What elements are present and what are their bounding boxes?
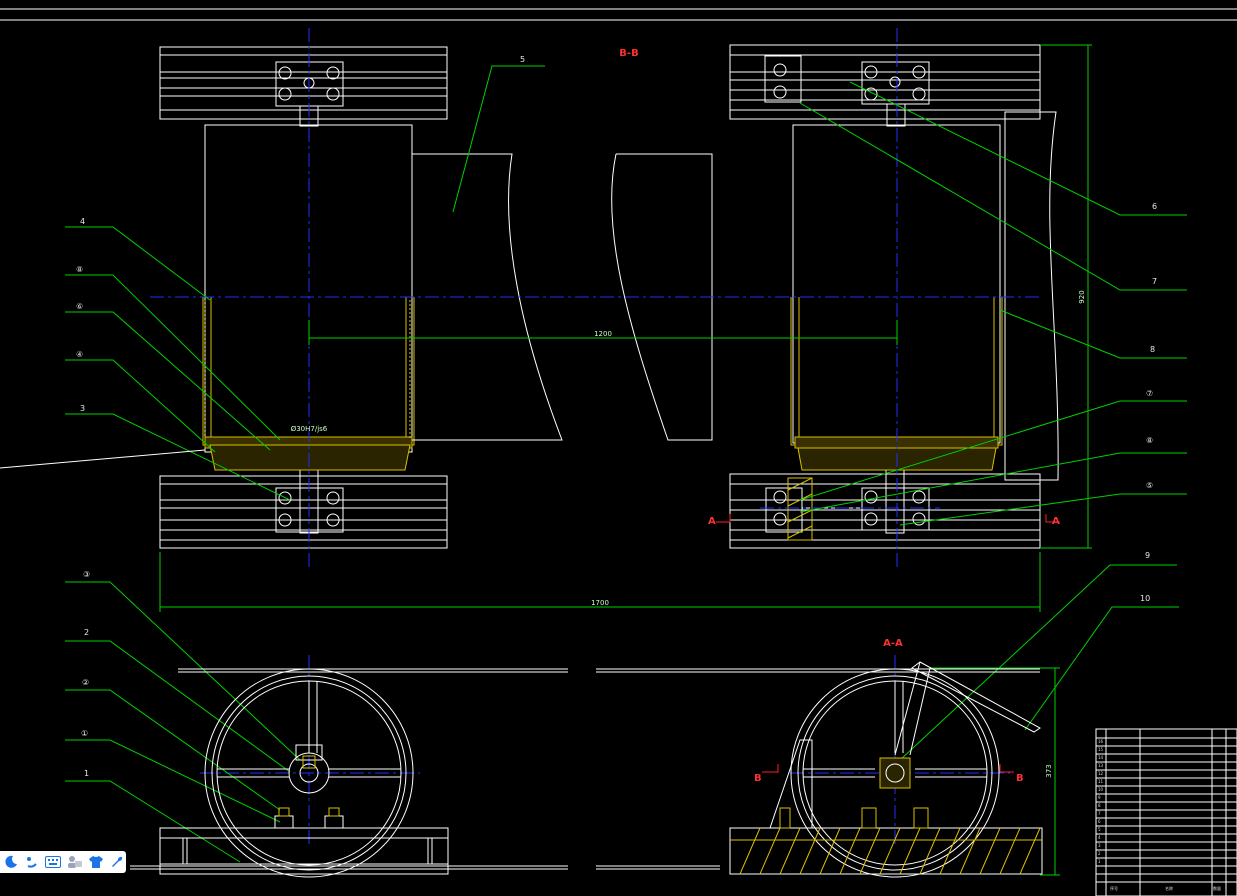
tb-row-7: 7 xyxy=(1098,811,1101,816)
dim-fit: Ø30H7/js6 xyxy=(291,425,328,433)
wrench-icon[interactable] xyxy=(109,853,126,871)
tb-row-15: 15 xyxy=(1098,747,1104,752)
tb-row-9: 9 xyxy=(1098,795,1101,800)
dots-icon[interactable] xyxy=(23,853,40,871)
right-roller-lining xyxy=(790,297,1003,471)
conveyor-belt xyxy=(412,153,713,441)
section-title-bb: B-B xyxy=(619,48,638,59)
callout-4-circled: ④ xyxy=(76,350,83,359)
tb-row-6: 6 xyxy=(1098,819,1101,824)
tb-row-16: 16 xyxy=(1098,739,1104,744)
right-upper-bearing-rail xyxy=(729,44,1041,127)
tb-row-12: 12 xyxy=(1098,771,1104,776)
left-end-view xyxy=(130,668,568,878)
tb-row-11: 11 xyxy=(1098,779,1104,784)
right-end-hatch xyxy=(730,757,1042,875)
title-block xyxy=(1095,728,1237,896)
marker-b-left: B xyxy=(754,773,762,784)
section-marker-lines xyxy=(716,514,1060,773)
section-title-aa: A-A xyxy=(883,638,903,649)
callout-9: 9 xyxy=(1145,551,1150,560)
right-roller-body xyxy=(792,111,1059,534)
dimension-lines xyxy=(159,44,1092,876)
callout-3-circled: ③ xyxy=(83,570,90,579)
right-lower-hatch xyxy=(787,477,813,541)
tb-row-1: 1 xyxy=(1098,859,1101,864)
tb-header-no: 序号 xyxy=(1110,885,1118,891)
frame-border xyxy=(0,8,1237,21)
tension-cable xyxy=(0,449,206,469)
tb-row-2: 2 xyxy=(1098,851,1101,856)
marker-a-right: A xyxy=(1052,516,1060,527)
marker-b-right: B xyxy=(1016,773,1024,784)
users-icon[interactable] xyxy=(66,853,83,871)
callout-6: 6 xyxy=(1152,202,1157,211)
tb-header-name: 名称 xyxy=(1165,885,1173,891)
tb-header-qty: 数量 xyxy=(1213,885,1221,891)
marker-a-left: A xyxy=(708,516,716,527)
left-lower-bearing-rail xyxy=(159,475,448,549)
callout-3: 3 xyxy=(80,404,85,413)
title-block-text: 16 15 14 13 12 11 10 9 8 7 6 5 4 3 2 1 序… xyxy=(1098,739,1221,891)
callout-7-circled: ⑦ xyxy=(1146,389,1153,398)
left-roller-lining xyxy=(202,297,415,471)
callout-4: 4 xyxy=(80,217,85,226)
dim-overall-width: 1700 xyxy=(591,599,609,607)
callout-8-circled: ⑧ xyxy=(76,265,83,274)
tb-row-13: 13 xyxy=(1098,763,1104,768)
callout-1-circled: ① xyxy=(81,729,88,738)
callout-2: 2 xyxy=(84,628,89,637)
tb-row-10: 10 xyxy=(1098,787,1104,792)
keyboard-icon[interactable] xyxy=(45,853,62,871)
dim-height: 920 xyxy=(1078,290,1086,303)
left-end-bolts xyxy=(278,755,340,817)
leader-lines xyxy=(65,65,1187,863)
left-upper-bearing-rail xyxy=(159,46,448,127)
callout-8-circled-right: ⑧ xyxy=(1146,436,1153,445)
callout-5: 5 xyxy=(520,55,525,64)
dim-pitch: 1200 xyxy=(594,330,612,338)
callout-7: 7 xyxy=(1152,277,1157,286)
tb-row-5: 5 xyxy=(1098,827,1101,832)
callout-1: 1 xyxy=(84,769,89,778)
shirt-icon[interactable] xyxy=(87,853,104,871)
moon-icon[interactable] xyxy=(2,853,19,871)
tb-row-4: 4 xyxy=(1098,835,1101,840)
right-lower-bearing-rail xyxy=(729,473,1041,549)
dim-lower-height: 373 xyxy=(1045,764,1053,777)
tb-row-3: 3 xyxy=(1098,843,1101,848)
tb-row-14: 14 xyxy=(1098,755,1104,760)
tb-row-8: 8 xyxy=(1098,803,1101,808)
ime-toolbar xyxy=(0,851,126,873)
callout-8: 8 xyxy=(1150,345,1155,354)
right-end-view xyxy=(596,661,1043,878)
callout-10: 10 xyxy=(1140,594,1150,603)
callout-2-circled: ② xyxy=(82,678,89,687)
callout-5-circled: ⑤ xyxy=(1146,481,1153,490)
callout-6-circled: ⑥ xyxy=(76,302,83,311)
